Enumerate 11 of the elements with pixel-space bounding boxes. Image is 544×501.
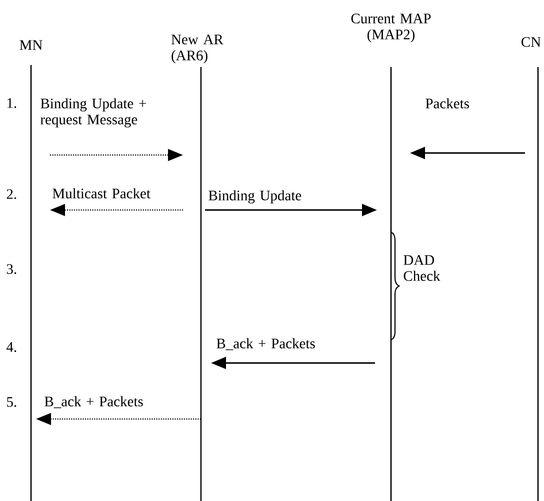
edge-label: Binding Update + request Message — [40, 98, 146, 128]
note-label: DAD Check — [404, 255, 440, 281]
lifeline-heading: Current MAP (MAP2) — [351, 14, 431, 42]
edge-label: B_ack + Packets — [44, 396, 143, 408]
edge-label: B_ack + Packets — [216, 338, 315, 350]
lifeline-heading: New AR (AR6) — [171, 34, 224, 64]
lifeline-heading: CN — [522, 37, 541, 47]
edge-label: Packets — [426, 98, 469, 108]
lifeline-heading: MN — [20, 40, 42, 50]
edge-label: Binding Update — [208, 190, 302, 204]
edge-label: Multicast Packet — [52, 188, 150, 198]
